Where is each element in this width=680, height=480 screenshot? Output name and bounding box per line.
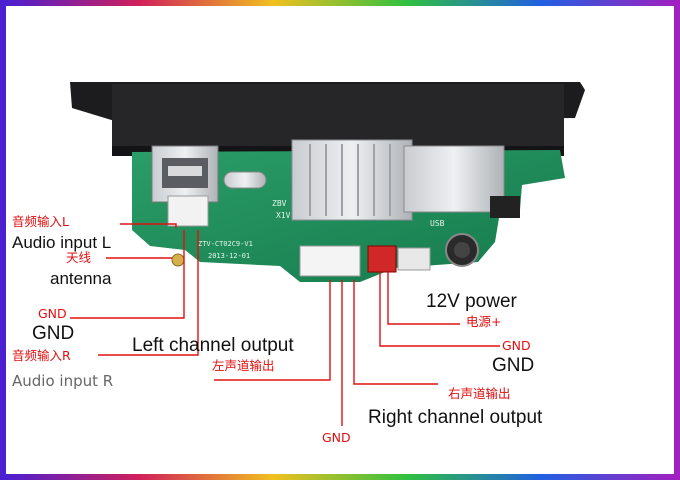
label-gnd-left-cn: GND xyxy=(38,306,67,321)
silkscreen-usb: USB xyxy=(430,219,445,228)
usb-port-tongue xyxy=(168,166,202,176)
power-connector xyxy=(367,245,397,273)
leader-gnd-right xyxy=(379,272,500,347)
usb-socket-right xyxy=(403,145,505,213)
output-connector xyxy=(299,245,361,277)
input-connector xyxy=(167,195,209,227)
leader-right-channel xyxy=(353,280,438,385)
label-audio-input-r-cn: 音频输入R xyxy=(12,348,71,363)
label-power-cn: 电源+ xyxy=(466,314,502,329)
label-right-channel-en: Right channel output xyxy=(368,407,543,428)
label-right-channel-cn: 右声道输出 xyxy=(448,386,511,401)
label-audio-input-l-cn: 音频输入L xyxy=(12,214,69,229)
leader-audio-input-r xyxy=(98,230,199,356)
leader-gnd-left xyxy=(70,230,185,319)
label-audio-input-l-en: Audio input L xyxy=(12,233,112,252)
label-gnd-right-cn: GND xyxy=(502,338,531,353)
leader-audio-input-l xyxy=(120,223,177,228)
power-connector-side xyxy=(397,247,431,271)
leader-power xyxy=(387,272,460,325)
antenna-pad xyxy=(171,253,185,267)
label-audio-input-r-en: Audio input R xyxy=(12,372,114,390)
silkscreen-date: 2013-12-01 xyxy=(208,252,250,260)
crystal xyxy=(223,171,267,189)
label-gnd-left-en: GND xyxy=(32,323,75,344)
label-antenna-cn: 天线 xyxy=(66,250,92,265)
leader-left-channel xyxy=(214,280,331,381)
label-gnd-bottom: GND xyxy=(322,430,351,445)
sd-card-slot xyxy=(291,139,413,221)
silkscreen-zbv: ZBV xyxy=(272,199,287,208)
heatsink-fins xyxy=(309,144,391,216)
mount-tab-right xyxy=(490,196,520,218)
label-antenna-en: antenna xyxy=(50,269,112,288)
silkscreen-model: ZTV-CT02C9-V1 xyxy=(198,240,253,248)
leader-lines xyxy=(70,223,500,426)
capacitor-top xyxy=(454,242,470,258)
label-gnd-right-en: GND xyxy=(492,355,535,376)
label-left-channel-cn: 左声道输出 xyxy=(212,358,275,373)
label-left-channel-en: Left channel output xyxy=(132,335,294,356)
label-power-en: 12V power xyxy=(426,291,517,312)
silkscreen-x1v: X1V xyxy=(276,211,291,220)
